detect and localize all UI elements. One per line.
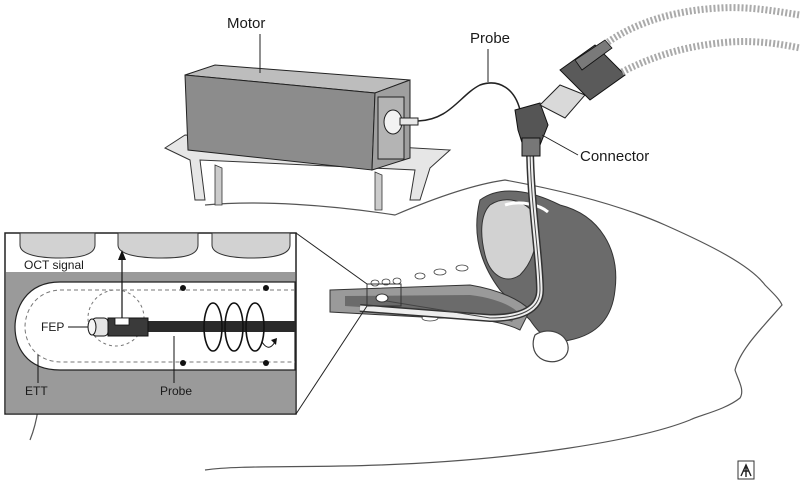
motor-unit	[163, 64, 452, 211]
probe-window	[114, 317, 130, 326]
vent-hose-upper	[606, 4, 800, 45]
ett-label: ETT	[25, 384, 48, 398]
elsevier-tree-logo-icon	[737, 460, 755, 480]
fep-cap-end	[87, 318, 97, 336]
probe-top-label: Probe	[470, 30, 510, 47]
motor-coupler-stem	[399, 117, 419, 126]
inset-probe-shaft	[145, 321, 295, 332]
hose-cuff-band	[574, 39, 613, 71]
connector-leader	[541, 134, 579, 156]
motor-coupler	[383, 109, 403, 135]
ear	[532, 330, 569, 363]
oct-signal-arrowhead	[118, 250, 126, 260]
inset-panel: OCT signal FEP ETT Probe	[4, 232, 297, 415]
probe-inset-label: Probe	[160, 384, 192, 398]
vent-hose-lower	[620, 38, 800, 76]
inset-cartilage	[19, 232, 291, 259]
inset-source-box	[366, 283, 402, 307]
motor-stand-leg	[214, 164, 383, 211]
ett-marker-dots	[180, 285, 269, 366]
connector-assembly	[514, 4, 800, 157]
rotation-arrow	[261, 341, 276, 348]
connector-label: Connector	[580, 148, 649, 165]
oct-signal-label: OCT signal	[24, 258, 84, 272]
zoom-line-top	[295, 232, 368, 285]
motor-label: Motor	[227, 15, 265, 32]
connector-collar	[521, 137, 541, 157]
head-outline	[204, 179, 783, 471]
tongue	[481, 199, 538, 280]
endotracheal-tube	[359, 144, 545, 323]
fep-marker	[375, 293, 389, 303]
zoom-line-bottom	[295, 305, 368, 415]
fep-label: FEP	[41, 320, 64, 334]
probe-cable	[417, 82, 521, 122]
rotation-coil	[203, 302, 265, 352]
inset-ett-dashed	[24, 289, 295, 363]
probe-fiber-in-tube	[379, 144, 541, 319]
rotation-arrowhead	[271, 338, 277, 345]
elbow-adapter	[539, 84, 586, 119]
